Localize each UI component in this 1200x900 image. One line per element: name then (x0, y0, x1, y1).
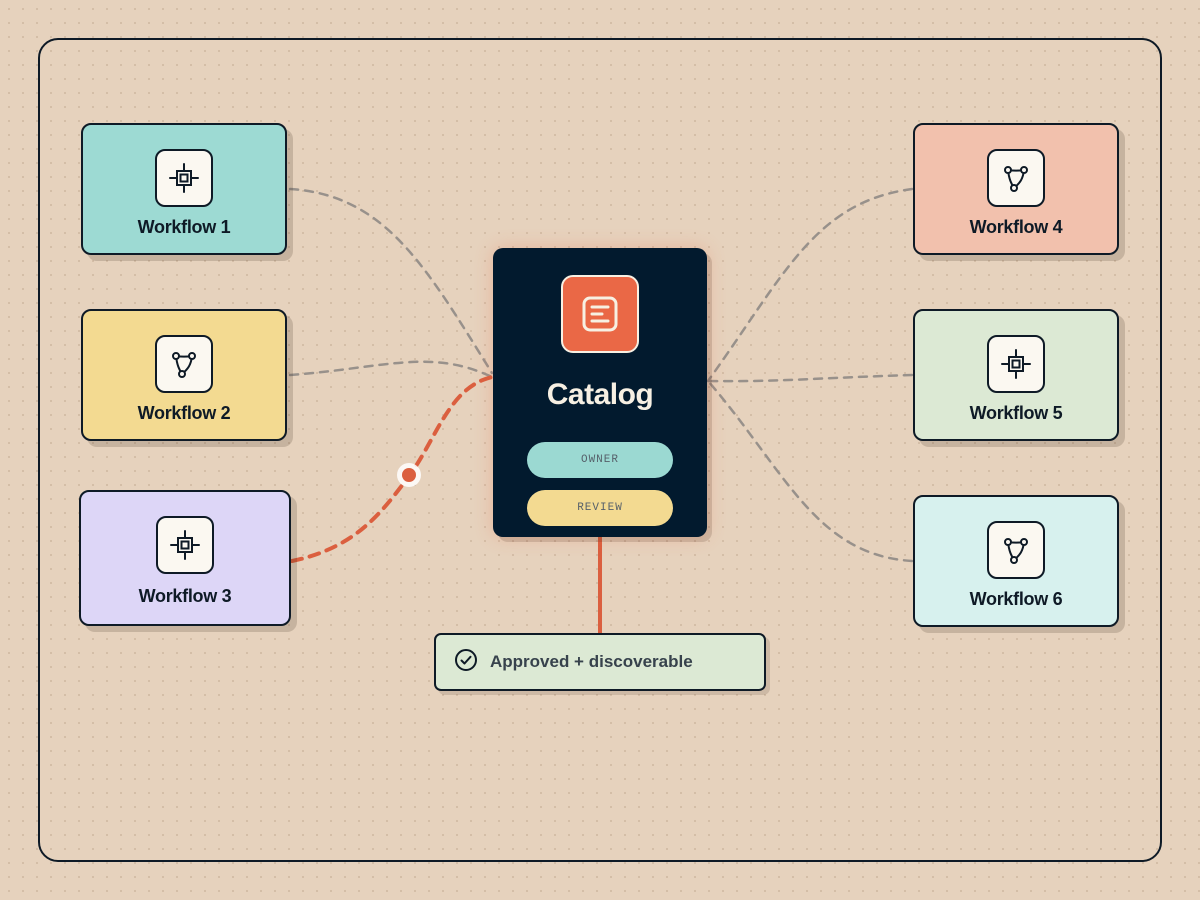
crop-target-icon (987, 335, 1045, 393)
review-pill[interactable]: REVIEW (527, 490, 673, 526)
workflow-label: Workflow 5 (969, 403, 1063, 423)
owner-pill[interactable]: OWNER (527, 442, 673, 478)
approval-status-box: Approved + discoverable (434, 633, 766, 691)
workflow-label: Workflow 6 (969, 589, 1063, 609)
workflow-4-node[interactable]: Workflow 4 (913, 123, 1119, 255)
workflow-3-node[interactable]: Workflow 3 (79, 490, 291, 626)
catalog-card[interactable]: Catalog OWNER REVIEW (493, 248, 707, 537)
crop-target-icon (156, 516, 214, 574)
workflow-label: Workflow 2 (137, 403, 231, 423)
diagram-frame (38, 38, 1162, 862)
workflow-6-node[interactable]: Workflow 6 (913, 495, 1119, 627)
workflow-label: Workflow 4 (969, 217, 1063, 237)
workflow-label: Workflow 3 (138, 586, 232, 606)
branch-icon (155, 335, 213, 393)
catalog-title: Catalog (546, 378, 654, 411)
branch-icon (987, 149, 1045, 207)
document-list-icon (561, 275, 639, 353)
workflow-5-node[interactable]: Workflow 5 (913, 309, 1119, 441)
check-circle-icon (454, 648, 478, 676)
workflow-label: Workflow 1 (137, 217, 231, 237)
workflow-2-node[interactable]: Workflow 2 (81, 309, 287, 441)
branch-icon (987, 521, 1045, 579)
crop-target-icon (155, 149, 213, 207)
workflow-1-node[interactable]: Workflow 1 (81, 123, 287, 255)
approval-status-text: Approved + discoverable (490, 652, 693, 671)
